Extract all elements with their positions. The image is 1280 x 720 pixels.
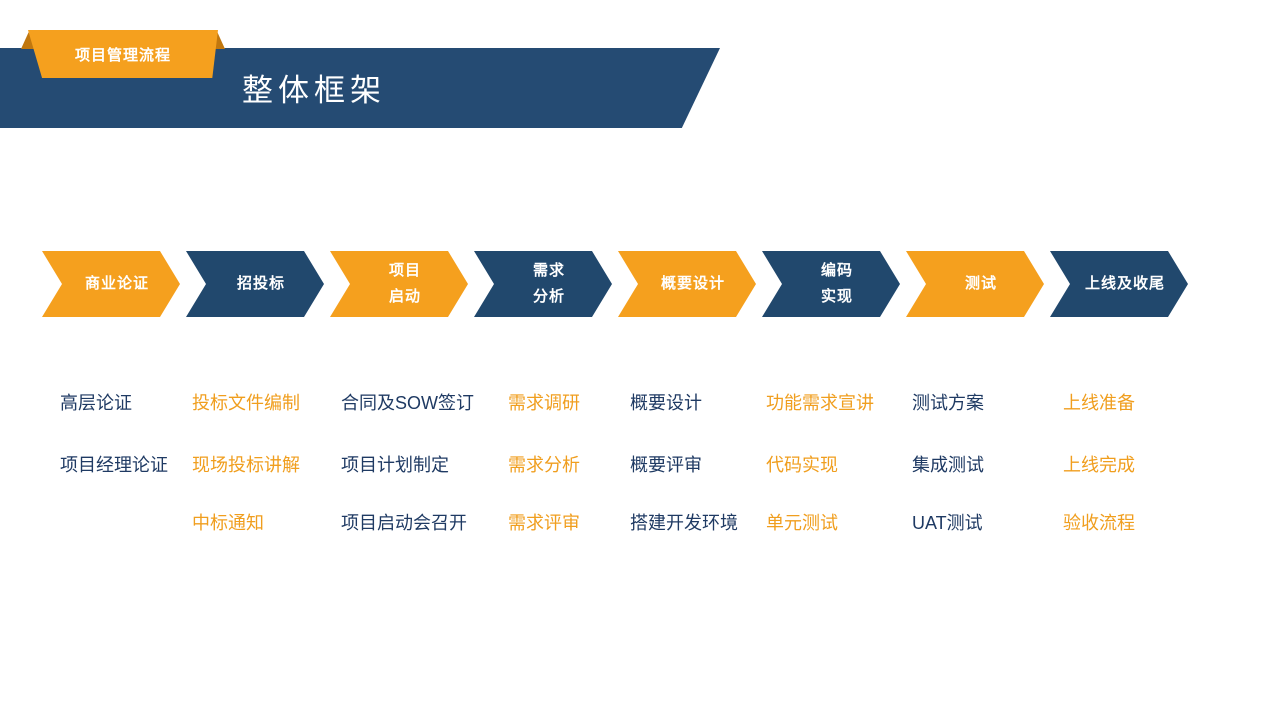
task-item: 项目经理论证 (60, 455, 168, 475)
stage-chevron-requirements: 需求 分析 (474, 251, 612, 317)
task-item: 投标文件编制 (192, 393, 300, 413)
task-item: 上线准备 (1063, 393, 1135, 413)
task-item: 需求调研 (508, 393, 580, 413)
category-ribbon-label: 项目管理流程 (74, 46, 171, 64)
stage-label: 商业论证 (84, 275, 149, 292)
stage-chevron-coding: 编码 实现 (762, 251, 900, 317)
task-item: 中标通知 (192, 513, 264, 533)
page-title: 整体框架 (242, 73, 386, 108)
stage-label: 测试 (964, 275, 997, 292)
stage-label: 招投标 (236, 275, 285, 292)
task-item: 现场投标讲解 (192, 455, 300, 475)
stage-chevron-design: 概要设计 (618, 251, 756, 317)
task-item: 验收流程 (1063, 513, 1135, 533)
task-item: 高层论证 (60, 393, 132, 413)
task-item: 上线完成 (1063, 455, 1135, 475)
stage-label: 上线及收尾 (1084, 275, 1165, 292)
task-item: 测试方案 (912, 393, 984, 413)
task-item: 搭建开发环境 (630, 513, 738, 533)
task-item: 合同及SOW签订 (341, 393, 474, 413)
stage-label: 需求 分析 (532, 262, 565, 305)
task-item: 功能需求宣讲 (766, 393, 874, 413)
category-ribbon: 项目管理流程 (28, 30, 218, 78)
task-item: 代码实现 (766, 455, 838, 475)
stage-label: 编码 实现 (820, 262, 853, 305)
task-item: 项目计划制定 (341, 455, 449, 475)
task-item: 集成测试 (912, 455, 984, 475)
task-item: 单元测试 (766, 513, 838, 533)
stage-chevron-testing: 测试 (906, 251, 1044, 317)
task-item: 概要评审 (630, 455, 702, 475)
stage-chevron-bidding: 招投标 (186, 251, 324, 317)
task-item: 项目启动会召开 (341, 513, 467, 533)
stage-chevron-launch: 上线及收尾 (1050, 251, 1188, 317)
task-item: 需求评审 (508, 513, 580, 533)
stage-chevron-kickoff: 项目 启动 (330, 251, 468, 317)
task-item: 需求分析 (508, 455, 580, 475)
stage-label: 项目 启动 (388, 262, 421, 305)
task-item: 概要设计 (630, 393, 702, 413)
task-item: UAT测试 (912, 513, 983, 533)
process-flow: 商业论证 招投标 项目 启动 需求 分析 概要设计 编码 实现 测试 上线及收尾 (42, 251, 1188, 317)
stage-chevron-business-case: 商业论证 (42, 251, 180, 317)
stage-label: 概要设计 (660, 275, 725, 292)
